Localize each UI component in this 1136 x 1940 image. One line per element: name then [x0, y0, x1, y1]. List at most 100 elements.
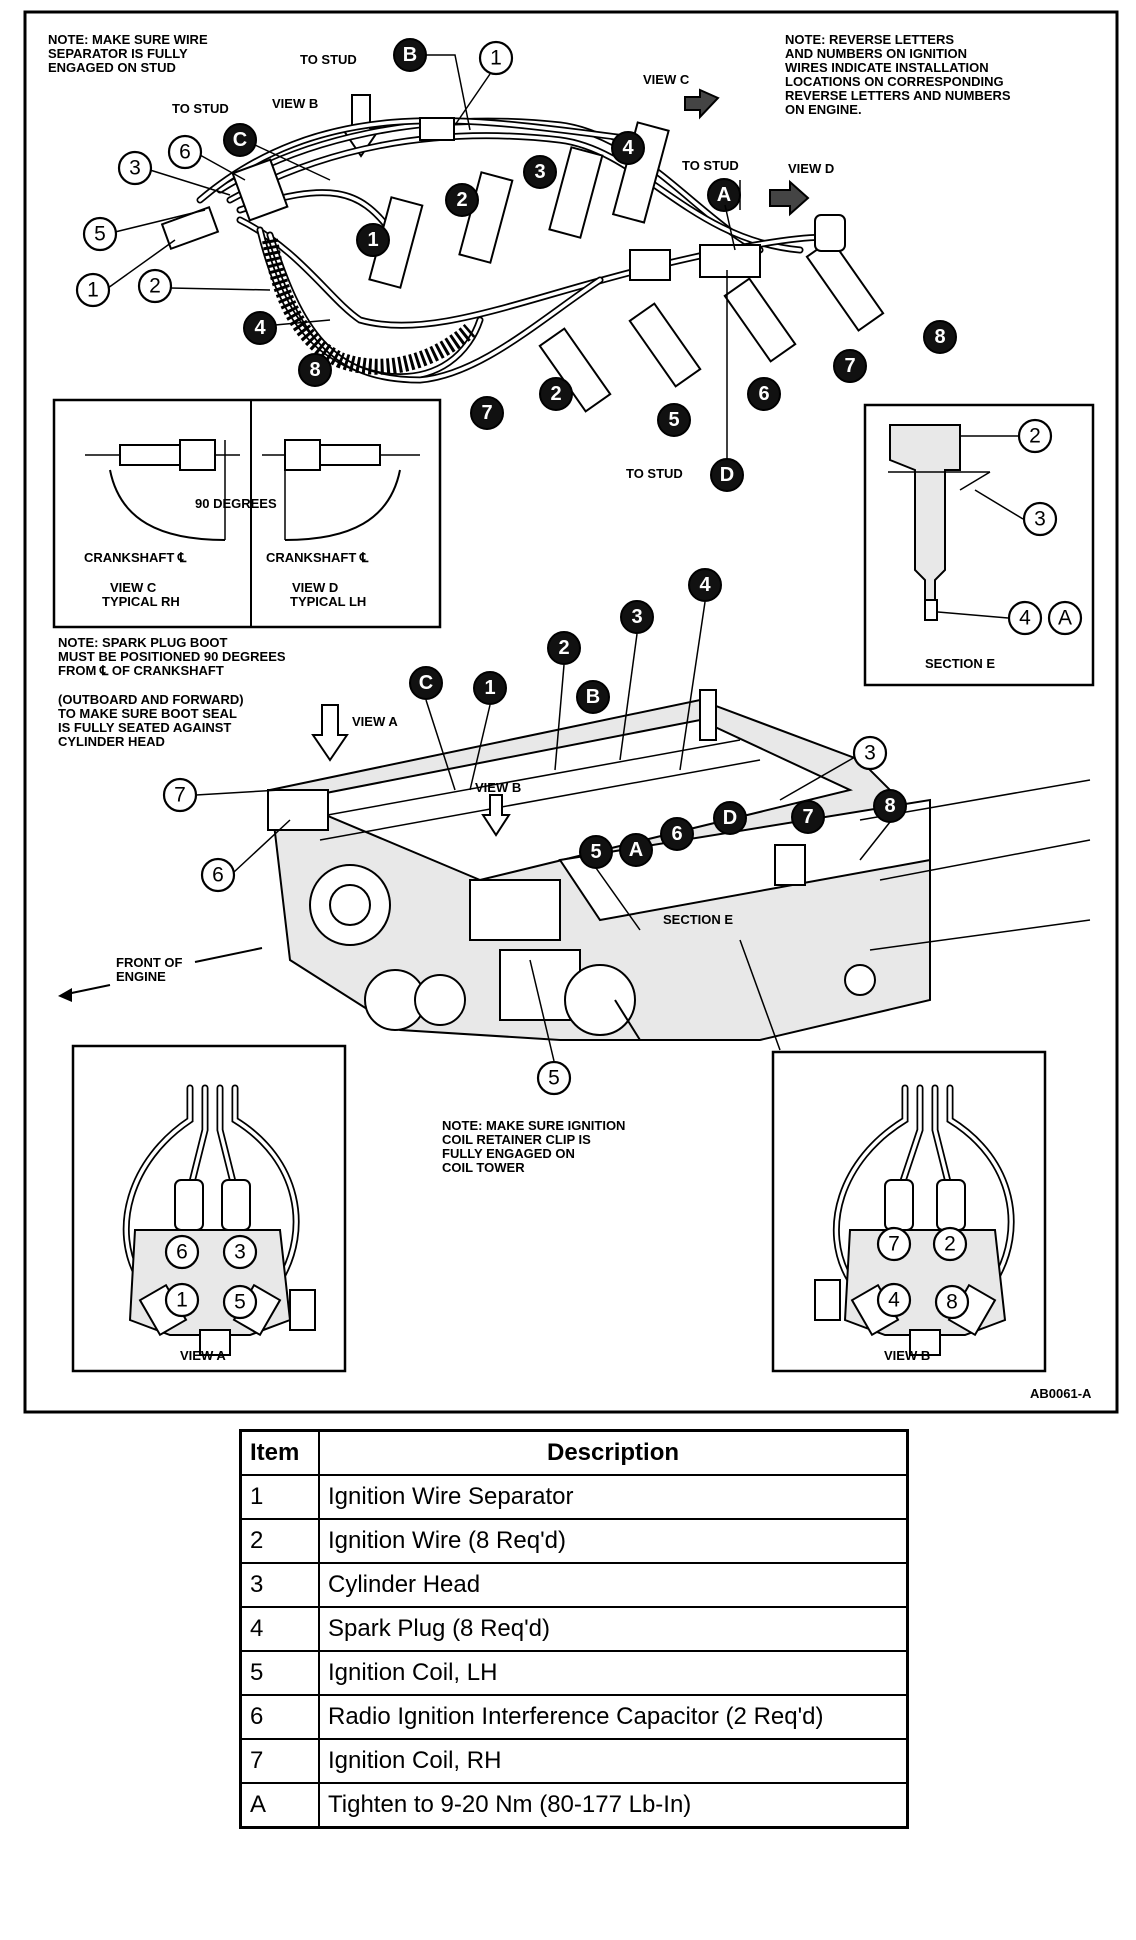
callout-2-left: 2 — [137, 268, 173, 304]
svg-text:A: A — [629, 839, 643, 861]
view-b-label-top: VIEW B — [272, 96, 318, 111]
callout-4-plug: 4 — [611, 131, 645, 165]
svg-text:C: C — [233, 129, 247, 151]
svg-text:MUST BE POSITIONED 90 DEGREES: MUST BE POSITIONED 90 DEGREES — [58, 649, 286, 664]
svg-text:C: C — [419, 672, 433, 694]
svg-text:A: A — [717, 184, 731, 206]
front-arrow-tip — [58, 988, 72, 1002]
callout-2-plug: 2 — [445, 183, 479, 217]
callout-2-engine: 2 — [547, 631, 581, 665]
front-of-label: FRONT OF — [116, 955, 182, 970]
svg-text:7: 7 — [888, 1233, 900, 1256]
svg-text:CYLINDER HEAD: CYLINDER HEAD — [58, 734, 165, 749]
svg-text:6: 6 — [176, 1241, 188, 1264]
svg-text:LOCATIONS ON CORRESPONDING: LOCATIONS ON CORRESPONDING — [785, 74, 1004, 89]
callout-8-engine: 8 — [873, 789, 907, 823]
legend-description: Ignition Coil, RH — [318, 1738, 909, 1784]
view-c-label-box: VIEW C — [110, 580, 157, 595]
callout-5-top: 5 — [82, 216, 118, 252]
degrees-label: 90 DEGREES — [195, 496, 277, 511]
callout-c-engine: C — [409, 666, 443, 700]
callout-2-mid: 2 — [539, 377, 573, 411]
svg-text:2: 2 — [456, 189, 467, 211]
svg-text:1: 1 — [490, 47, 502, 70]
typical-lh-label: TYPICAL LH — [290, 594, 366, 609]
callout-a-section: A — [1047, 600, 1083, 636]
callout-1-left: 1 — [75, 272, 111, 308]
front-arrow-line — [194, 947, 263, 963]
section-e-label-box: SECTION E — [925, 656, 995, 671]
callout-3-engine-right: 3 — [852, 735, 888, 771]
svg-text:4: 4 — [699, 574, 711, 596]
leader-section-4 — [937, 611, 1009, 619]
svg-text:A: A — [1058, 607, 1072, 630]
callout-d-engine: D — [713, 801, 747, 835]
callout-3-top: 3 — [117, 150, 153, 186]
note-boot: NOTE: SPARK PLUG BOOT MUST BE POSITIONED… — [58, 635, 286, 749]
legend-item: 4 — [239, 1606, 320, 1652]
svg-text:2: 2 — [149, 275, 161, 298]
svg-text:4: 4 — [1019, 607, 1031, 630]
callout-a-engine: A — [619, 833, 653, 867]
callout-1-plug: 1 — [356, 223, 390, 257]
note-coil: NOTE: MAKE SURE IGNITION COIL RETAINER C… — [442, 1118, 625, 1175]
legend-description: Ignition Wire (8 Req'd) — [318, 1518, 909, 1564]
callout-4-engine: 4 — [688, 568, 722, 602]
svg-text:TO MAKE SURE BOOT SEAL: TO MAKE SURE BOOT SEAL — [58, 706, 237, 721]
svg-text:6: 6 — [179, 141, 191, 164]
svg-text:D: D — [720, 464, 734, 486]
callout-8-left: 8 — [298, 353, 332, 387]
legend-item: A — [239, 1782, 320, 1829]
legend-description: Radio Ignition Interference Capacitor (2… — [318, 1694, 909, 1740]
svg-text:5: 5 — [668, 409, 679, 431]
svg-text:COIL TOWER: COIL TOWER — [442, 1160, 525, 1175]
legend-item: 6 — [239, 1694, 320, 1740]
svg-text:FROM ℄ OF CRANKSHAFT: FROM ℄ OF CRANKSHAFT — [58, 663, 224, 678]
legend-description: Spark Plug (8 Req'd) — [318, 1606, 909, 1652]
svg-text:7: 7 — [844, 355, 855, 377]
callout-a-top: A — [707, 178, 741, 212]
svg-text:3: 3 — [1034, 508, 1046, 531]
callout-7-engine-right: 7 — [791, 800, 825, 834]
callout-3-plug: 3 — [523, 155, 557, 189]
svg-text:NOTE: SPARK PLUG BOOT: NOTE: SPARK PLUG BOOT — [58, 635, 228, 650]
legend-description: Ignition Wire Separator — [318, 1474, 909, 1520]
svg-text:IS FULLY SEATED AGAINST: IS FULLY SEATED AGAINST — [58, 720, 231, 735]
view-a-label-mid: VIEW A — [352, 714, 398, 729]
to-stud-b-label: TO STUD — [300, 52, 357, 67]
svg-text:5: 5 — [548, 1067, 560, 1090]
callout-6-mid: 6 — [747, 377, 781, 411]
svg-text:REVERSE LETTERS AND NUMBERS: REVERSE LETTERS AND NUMBERS — [785, 88, 1011, 103]
svg-text:2: 2 — [550, 383, 561, 405]
callout-2-view-b: 2 — [932, 1226, 968, 1262]
callout-8-right: 8 — [923, 320, 957, 354]
svg-text:NOTE: REVERSE LETTERS: NOTE: REVERSE LETTERS — [785, 32, 954, 47]
svg-text:6: 6 — [758, 383, 769, 405]
svg-text:NOTE: MAKE SURE WIRE: NOTE: MAKE SURE WIRE — [48, 32, 208, 47]
legend-description: Tighten to 9-20 Nm (80-177 Lb-In) — [318, 1782, 909, 1829]
svg-text:ENGAGED ON STUD: ENGAGED ON STUD — [48, 60, 176, 75]
view-d-arrow-shape — [769, 179, 810, 217]
svg-text:SEPARATOR IS FULLY: SEPARATOR IS FULLY — [48, 46, 188, 61]
svg-text:(OUTBOARD AND FORWARD): (OUTBOARD AND FORWARD) — [58, 692, 244, 707]
callout-d-top: D — [710, 458, 744, 492]
svg-text:D: D — [723, 807, 737, 829]
crankshaft-label-d: CRANKSHAFT ℄ — [266, 550, 369, 565]
to-stud-c-label: TO STUD — [172, 101, 229, 116]
svg-text:FULLY ENGAGED ON: FULLY ENGAGED ON — [442, 1146, 575, 1161]
svg-text:2: 2 — [558, 637, 569, 659]
callout-7-view-b: 7 — [876, 1226, 912, 1262]
callout-7-right: 7 — [833, 349, 867, 383]
svg-text:4: 4 — [888, 1289, 900, 1312]
leader-section-3 — [974, 489, 1024, 520]
view-a-box — [71, 1044, 347, 1373]
callout-b-engine: B — [576, 680, 610, 714]
svg-text:3: 3 — [631, 606, 642, 628]
svg-text:6: 6 — [671, 823, 682, 845]
view-b-box — [771, 1050, 1047, 1373]
section-e-label-engine: SECTION E — [663, 912, 733, 927]
callout-2-section: 2 — [1017, 418, 1053, 454]
